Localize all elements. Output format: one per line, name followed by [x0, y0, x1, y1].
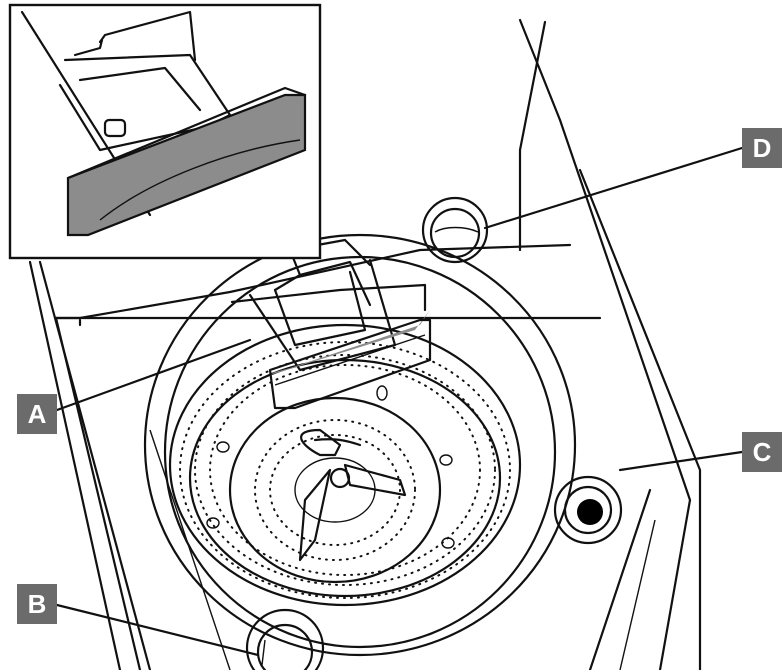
callout-label-c: C — [742, 432, 782, 472]
leader-line-d — [483, 146, 744, 230]
leader-lines — [55, 146, 744, 657]
inset-drawer-detail — [8, 3, 322, 260]
callout-label-a: A — [17, 394, 57, 434]
leader-line-a — [55, 338, 252, 412]
dispenser-port-c — [553, 475, 623, 545]
washer-cabinet — [28, 18, 702, 670]
leader-line-c — [618, 450, 744, 472]
wash-basket — [168, 323, 522, 607]
basket-ovals — [206, 385, 455, 549]
dispenser-port-b — [245, 608, 325, 670]
dispenser-drawer — [230, 238, 432, 410]
leader-line-b — [55, 603, 260, 657]
dispenser-port-d — [421, 196, 489, 264]
callout-label-d: D — [742, 128, 782, 168]
callout-label-b: B — [17, 584, 57, 624]
tub-rim — [143, 233, 577, 657]
impeller — [228, 396, 442, 584]
